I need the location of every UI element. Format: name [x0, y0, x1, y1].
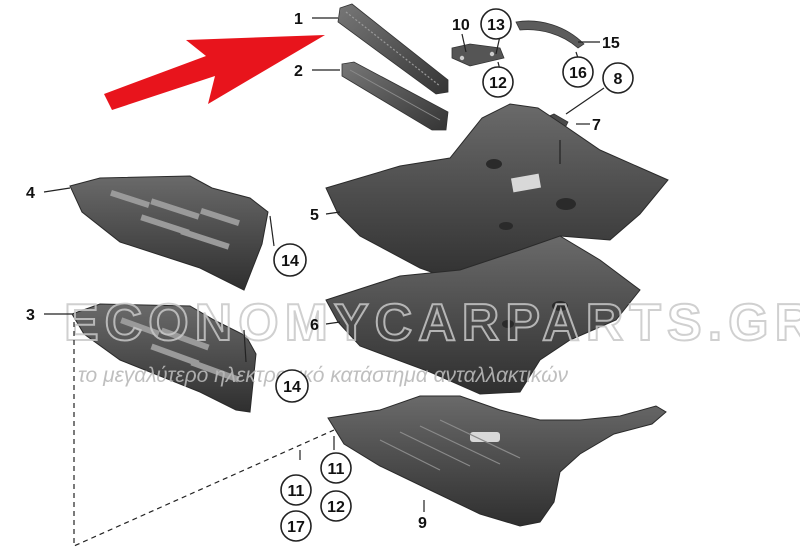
svg-text:14: 14: [281, 253, 299, 270]
part-6-underbody-shield: [325, 235, 641, 395]
callout-17: 17: [280, 510, 312, 542]
callout-8: 8: [602, 62, 634, 94]
callout-9: 9: [418, 515, 427, 532]
part-9-front-shield: [327, 395, 667, 527]
svg-text:17: 17: [287, 519, 305, 536]
callout-5: 5: [310, 207, 319, 224]
callout-10: 10: [452, 17, 470, 34]
assembly-dashed-line: [73, 322, 335, 547]
callout-14-lower: 14: [275, 369, 309, 403]
svg-text:11: 11: [288, 483, 305, 500]
part-3-underbody-panel: [71, 303, 257, 413]
svg-text:11: 11: [328, 461, 345, 478]
svg-text:12: 12: [489, 75, 507, 92]
callout-16: 16: [562, 56, 594, 88]
callout-3: 3: [26, 307, 35, 324]
callout-labels: 1 2 4 3 5 6 9 7 10 15: [26, 11, 620, 532]
leader-lines: [43, 17, 605, 512]
watermark-brand: ECONOMYCARPARTS.GR: [64, 294, 800, 352]
svg-text:14: 14: [283, 379, 301, 396]
callout-11-left: 11: [280, 474, 312, 506]
part-15-bracket: [515, 20, 585, 49]
red-arrow-icon: [104, 35, 325, 110]
callout-15: 15: [602, 35, 620, 52]
svg-text:12: 12: [327, 499, 345, 516]
callout-2: 2: [294, 63, 303, 80]
svg-text:8: 8: [614, 71, 623, 88]
part-4-underbody-panel: [69, 175, 269, 291]
callout-6: 6: [310, 317, 319, 334]
callout-7: 7: [592, 117, 601, 134]
svg-text:16: 16: [569, 65, 587, 82]
callout-13: 13: [480, 8, 512, 40]
part-2-rail: [341, 61, 449, 131]
svg-text:13: 13: [487, 17, 505, 34]
callout-11-right: 11: [320, 452, 352, 484]
callout-4: 4: [26, 185, 35, 202]
part-1-rail: [337, 3, 449, 95]
callout-12-bottom: 12: [320, 490, 352, 522]
callout-12-top: 12: [482, 66, 514, 98]
part-10-bracket: [451, 43, 505, 67]
circled-callouts: 13 12 16 8 14 14 11 11: [273, 8, 634, 542]
callout-14-upper: 14: [273, 243, 307, 277]
watermark-tagline: το μεγαλύτερο ηλεκτρονικό κατάστημα αντα…: [78, 364, 569, 387]
callout-1: 1: [294, 11, 303, 28]
part-5-underbody-shield: [325, 103, 669, 287]
